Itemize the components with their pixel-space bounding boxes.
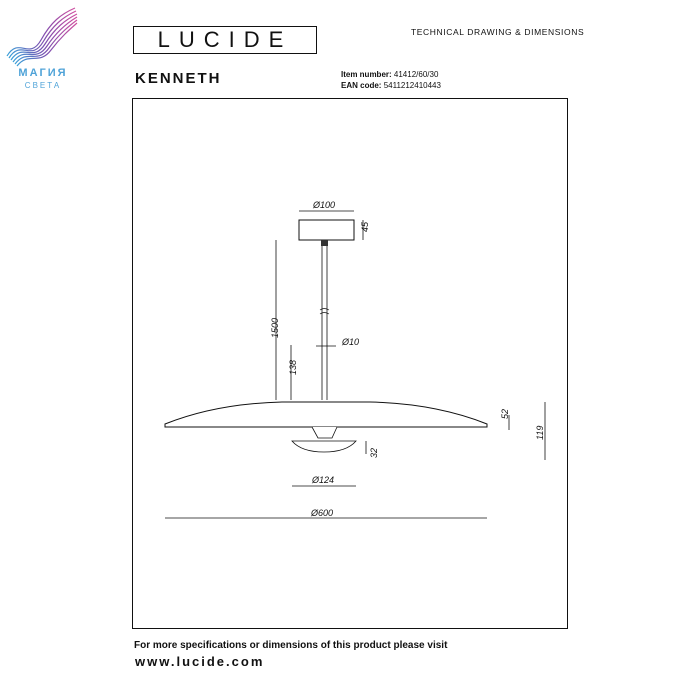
- watermark-text-line2: СВЕТА: [24, 81, 62, 90]
- watermark-wave-logo-icon: [6, 7, 78, 67]
- brand-logo: LUCIDE: [133, 26, 317, 54]
- dim-bottom-height: 32: [369, 448, 379, 458]
- bottom-diffuser-shape: [291, 440, 357, 453]
- rod-joint: [319, 308, 330, 315]
- ean-value: 5411212410443: [383, 81, 441, 90]
- item-number-label: Item number:: [341, 70, 392, 79]
- canopy-shape: [298, 219, 355, 241]
- product-name: KENNETH: [135, 70, 222, 87]
- item-number-value: 41412/60/30: [393, 70, 439, 79]
- dim-shade-rim: 52: [500, 409, 510, 419]
- item-number-row: Item number: 41412/60/30: [341, 70, 438, 79]
- canopy-mount: [321, 240, 328, 246]
- dim-canopy-height: 45: [360, 221, 370, 232]
- brand-logo-text: LUCIDE: [157, 27, 293, 52]
- document-title: TECHNICAL DRAWING & DIMENSIONS: [411, 27, 585, 37]
- dim-canopy-diameter: Ø100: [312, 200, 335, 210]
- dim-lower-height: 138: [288, 360, 298, 375]
- footer-note: For more specifications or dimensions of…: [134, 640, 448, 651]
- neck-shape: [311, 426, 338, 439]
- footer-url-link[interactable]: www.lucide.com: [135, 654, 265, 669]
- drawing-frame: [132, 98, 568, 629]
- shade-shape: [164, 401, 488, 428]
- dim-total-height: 1500: [270, 318, 280, 338]
- dim-body-height: 119: [535, 426, 545, 440]
- dim-shade-diameter: Ø600: [310, 508, 333, 518]
- ean-row: EAN code: 5411212410443: [341, 81, 441, 90]
- dim-bottom-diameter: Ø124: [311, 475, 334, 485]
- dim-rod-diameter: Ø10: [341, 337, 359, 347]
- watermark-text-line1: МАГИЯ: [18, 67, 68, 79]
- ean-label: EAN code:: [341, 81, 382, 90]
